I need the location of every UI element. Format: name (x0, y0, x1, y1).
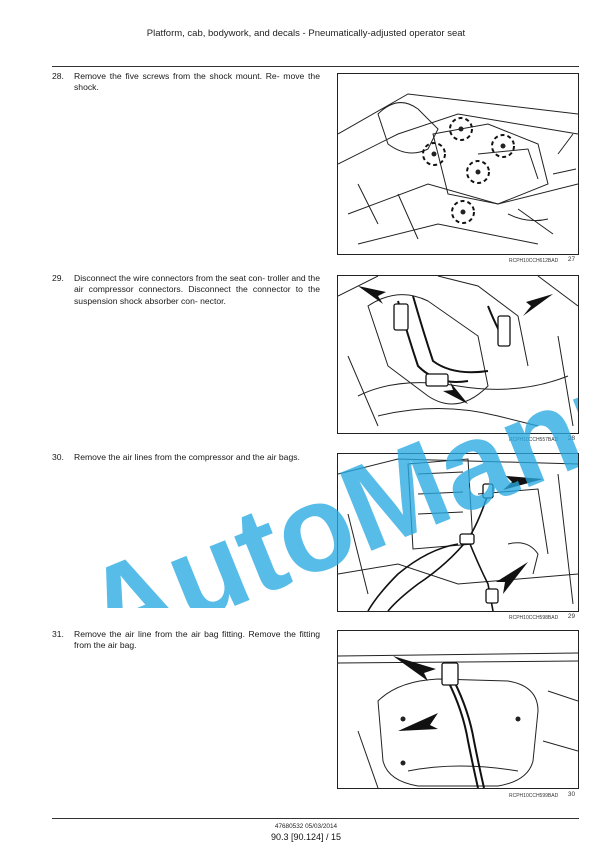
figure-29-air-lines (337, 453, 579, 612)
figure-number: 30 (567, 791, 575, 798)
step-text: Remove the five screws from the shock mo… (74, 71, 320, 93)
figure-caption: RCPH10CCH599BAD 30 (337, 791, 577, 801)
page-header-title: Platform, cab, bodywork, and decals - Pn… (146, 28, 466, 39)
figure-28-wire-connectors (337, 275, 579, 434)
step-number: 30. (52, 452, 64, 462)
figure-code: RCPH10CCH557BAD (509, 437, 559, 443)
figure-code: RCPH10CCH612BAD (509, 258, 559, 264)
figure-number: 28 (567, 435, 575, 442)
figure-code: RCPH10CCH599BAD (509, 793, 559, 799)
step-number: 31. (52, 629, 64, 639)
figure-caption: RCPH10CCH598BAD 29 (337, 613, 577, 623)
step-number: 29. (52, 273, 64, 283)
step-text: Disconnect the wire connectors from the … (74, 273, 320, 306)
figure-caption: RCPH10CCH612BAD 27 (337, 256, 577, 266)
footer-page-reference: 90.3 [90.124] / 15 (270, 832, 342, 842)
step-28: 28. Remove the five screws from the shoc… (52, 71, 320, 94)
step-number: 28. (52, 71, 64, 81)
step-text: Remove the air lines from the compressor… (74, 452, 300, 462)
figure-30-air-bag-fitting (337, 630, 579, 789)
step-31: 31. Remove the air line from the air bag… (52, 629, 320, 652)
figure-27-shock-mount-screws (337, 73, 579, 255)
step-text: Remove the air line from the air bag fit… (74, 629, 320, 651)
step-30: 30. Remove the air lines from the compre… (52, 452, 320, 463)
figure-code: RCPH10CCH598BAD (509, 615, 559, 621)
header-divider (52, 66, 579, 67)
footer-divider (52, 818, 579, 819)
footer-document-code: 47680532 05/03/2014 (274, 823, 338, 830)
figure-number: 29 (567, 613, 575, 620)
step-29: 29. Disconnect the wire connectors from … (52, 273, 320, 307)
figure-number: 27 (567, 256, 575, 263)
figure-caption: RCPH10CCH557BAD 28 (337, 435, 577, 445)
